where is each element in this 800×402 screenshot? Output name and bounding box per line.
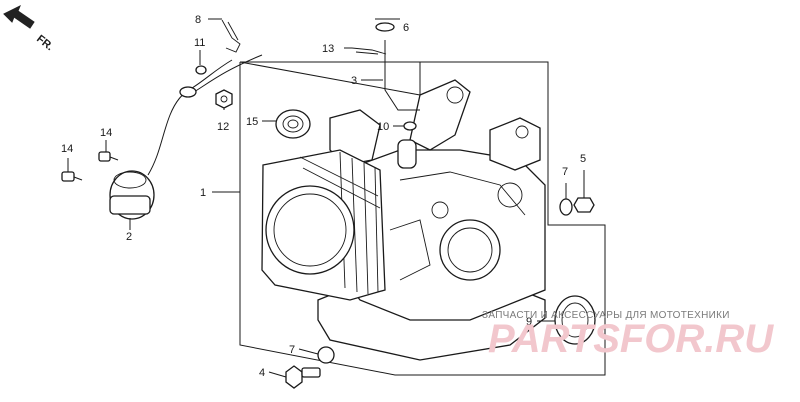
callout-10: 10 — [377, 121, 389, 133]
front-direction-arrow-icon — [3, 4, 35, 29]
callout-8: 8 — [195, 14, 201, 26]
leader-lines — [67, 18, 585, 378]
grommet — [195, 65, 207, 75]
watermark-caption: ЗАПЧАСТИ И АКСЕССУАРЫ ДЛЯ МОТОТЕХНИКИ — [482, 310, 730, 321]
callout-14-upper: 14 — [100, 127, 112, 139]
callout-7-bottom: 7 — [289, 344, 295, 356]
assembly-outline — [239, 61, 606, 376]
bolt-left-upper — [98, 151, 119, 162]
nut — [215, 89, 233, 109]
callout-labels: 1 2 3 4 5 6 7 7 8 9 10 11 12 13 14 14 15 — [61, 14, 586, 379]
callout-5: 5 — [580, 153, 586, 165]
callout-2: 2 — [126, 231, 132, 243]
wire-clip — [221, 19, 241, 53]
callout-4: 4 — [259, 367, 265, 379]
callout-15: 15 — [246, 116, 258, 128]
watermark-brand: PARTSFOR.RU — [488, 317, 774, 361]
cylinder-block-crankcase — [261, 79, 546, 361]
drain-bolt-bottom — [285, 346, 335, 389]
governor-arm — [384, 40, 420, 111]
ball-bearing — [275, 109, 311, 139]
oil-seal — [554, 295, 596, 345]
small-seal — [403, 121, 417, 131]
callout-6: 6 — [403, 22, 409, 34]
oil-level-switch — [109, 54, 263, 220]
washer-top — [375, 22, 395, 32]
watermark: ЗАПЧАСТИ И АКСЕССУАРЫ ДЛЯ МОТОТЕХНИКИ PA… — [482, 310, 774, 361]
callout-7-right: 7 — [562, 166, 568, 178]
retaining-pin — [351, 47, 387, 55]
front-direction-label: FR. — [34, 33, 55, 53]
callout-11: 11 — [194, 37, 205, 49]
callout-14-left: 14 — [61, 143, 73, 155]
callout-3: 3 — [351, 75, 357, 87]
callout-12: 12 — [217, 121, 229, 133]
callout-1: 1 — [200, 187, 206, 199]
callout-9: 9 — [526, 316, 532, 328]
drain-bolt-right — [559, 197, 595, 216]
callout-13: 13 — [322, 43, 334, 55]
bolt-left-lower — [61, 171, 83, 182]
